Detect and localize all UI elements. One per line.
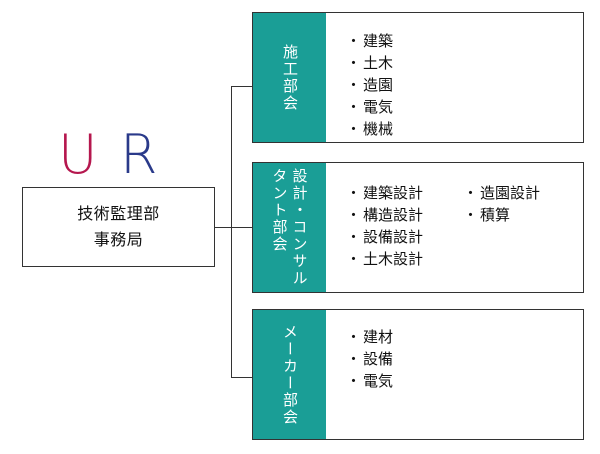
list-item: 建築設計 (346, 182, 423, 204)
ur-logo: U R (58, 123, 188, 186)
list-item: 造園設計 (463, 182, 540, 204)
ur-logo-graphic: U R (58, 123, 158, 186)
root-line-1: 技術監理部 (77, 204, 160, 223)
connector-trunk-vertical (231, 86, 232, 378)
section-construction-label: 施工部会 (253, 13, 326, 142)
root-box-technical-supervision: 技術監理部 事務局 (22, 187, 215, 267)
connector-branch-3 (231, 377, 252, 378)
list-item: 建築 (346, 30, 393, 52)
list-item: 設備設計 (346, 226, 423, 248)
connector-branch-1 (231, 86, 252, 87)
connector-root-horizontal (215, 227, 232, 228)
section-design-consultant-label-text: 設計・コンサル タント部会 (270, 168, 310, 287)
logo-letter-u: U (58, 128, 98, 180)
list-item: 電気 (346, 96, 393, 118)
logo-letter-r: R (120, 128, 158, 180)
section-design-consultant-items-col1: 建築設計 構造設計 設備設計 土木設計 (346, 182, 423, 270)
section-construction-label-text: 施工部会 (281, 43, 299, 112)
list-item: 積算 (463, 204, 540, 226)
section-design-consultant-items-col2: 造園設計 積算 (463, 182, 540, 226)
list-item: 土木設計 (346, 248, 423, 270)
section-design-consultant-label-line-2: タント部会 (270, 168, 289, 253)
list-item: 機械 (346, 118, 393, 140)
list-item: 電気 (346, 370, 393, 392)
list-item: 土木 (346, 52, 393, 74)
section-design-consultant-label: 設計・コンサル タント部会 (253, 163, 326, 292)
section-manufacturer-items: 建材 設備 電気 (346, 326, 393, 392)
section-construction-items: 建築 土木 造園 電気 機械 (346, 30, 393, 140)
root-line-2: 事務局 (93, 230, 144, 249)
section-design-consultant-label-line-1: 設計・コンサル (290, 168, 309, 287)
list-item: 構造設計 (346, 204, 423, 226)
list-item: 設備 (346, 348, 393, 370)
list-item: 造園 (346, 74, 393, 96)
connector-branch-2 (231, 227, 252, 228)
section-manufacturer-label: メーカー部会 (253, 310, 326, 439)
list-item: 建材 (346, 326, 393, 348)
section-manufacturer-label-text: メーカー部会 (281, 323, 299, 426)
